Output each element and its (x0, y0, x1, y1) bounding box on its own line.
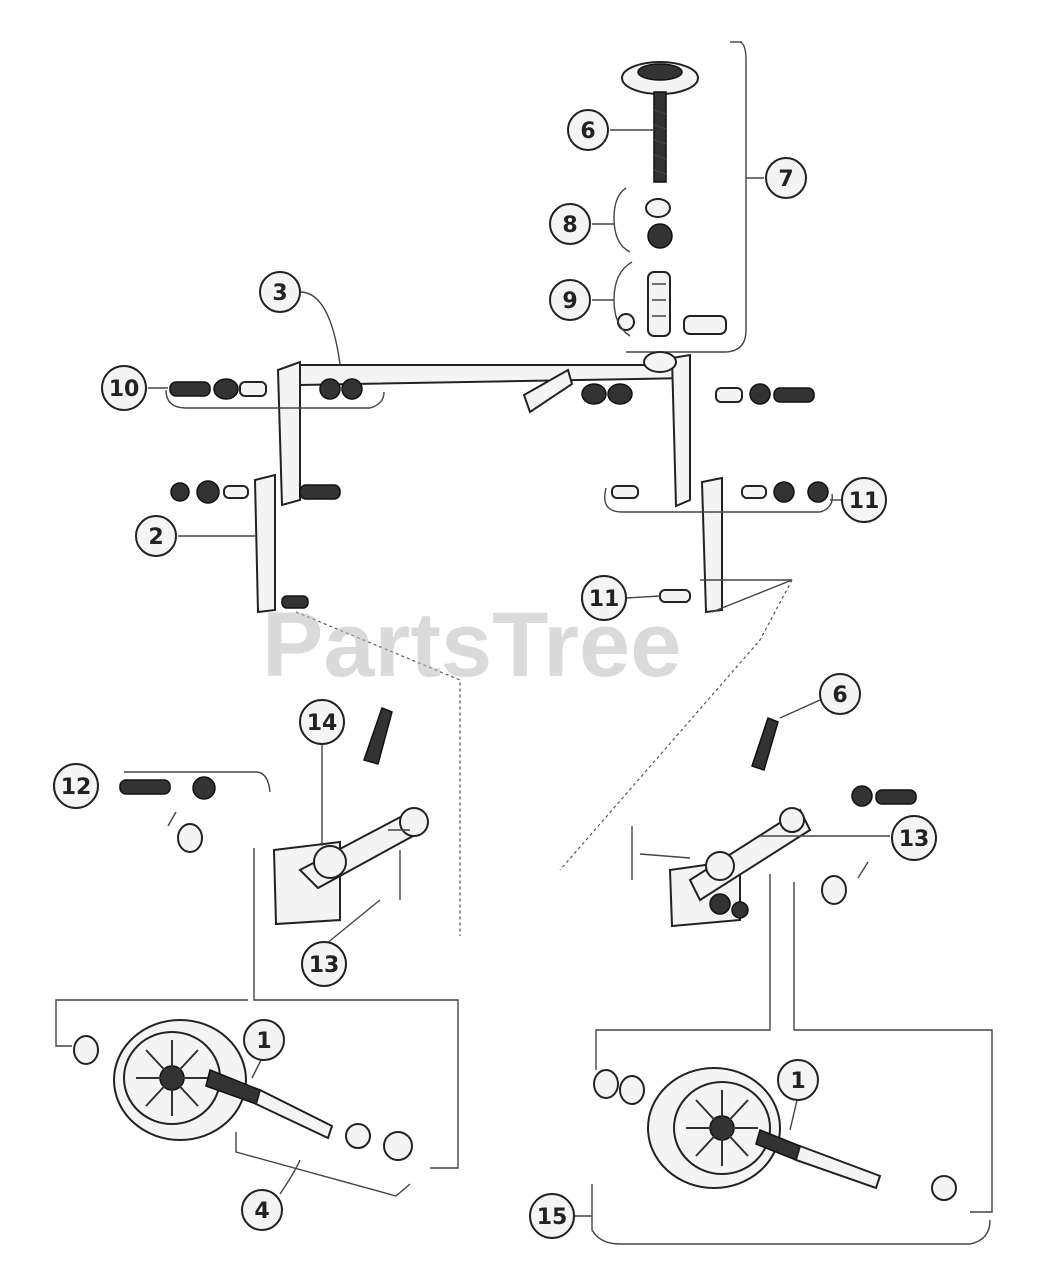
callout-13-left: 13 (309, 953, 340, 978)
hardware-mid-right (604, 481, 833, 613)
hardware-right (581, 383, 815, 405)
leader-left (295, 611, 461, 936)
callout-11-lower: 11 (589, 587, 620, 612)
callout-11-right: 11 (849, 489, 880, 514)
callout-13-right: 13 (899, 827, 930, 852)
handle-frame (253, 351, 723, 614)
callout-10: 10 (109, 377, 140, 402)
callout-15: 15 (537, 1205, 568, 1230)
left-bracket (55, 707, 459, 1169)
callout-6-right: 6 (832, 683, 847, 708)
callout-12: 12 (61, 775, 92, 800)
callout-1-left: 1 (256, 1029, 271, 1054)
knob-assembly (613, 41, 747, 353)
callout-9: 9 (562, 289, 577, 314)
callout-3: 3 (272, 281, 287, 306)
right-wheel (591, 1067, 991, 1245)
callout-6-top: 6 (580, 119, 595, 144)
hardware-12 (119, 771, 271, 853)
callouts: 6 7 8 9 3 10 2 11 11 14 (53, 109, 937, 1239)
callout-7: 7 (778, 167, 793, 192)
callout-2: 2 (148, 525, 163, 550)
hardware-left (165, 378, 385, 409)
leader-right (559, 579, 793, 871)
callout-1-right: 1 (790, 1069, 805, 1094)
hardware-mid-left (170, 480, 341, 609)
callout-8-top: 8 (562, 213, 577, 238)
callout-14: 14 (307, 711, 338, 736)
right-bracket (595, 717, 993, 1213)
left-wheel (73, 1019, 413, 1197)
callout-4: 4 (254, 1199, 269, 1224)
